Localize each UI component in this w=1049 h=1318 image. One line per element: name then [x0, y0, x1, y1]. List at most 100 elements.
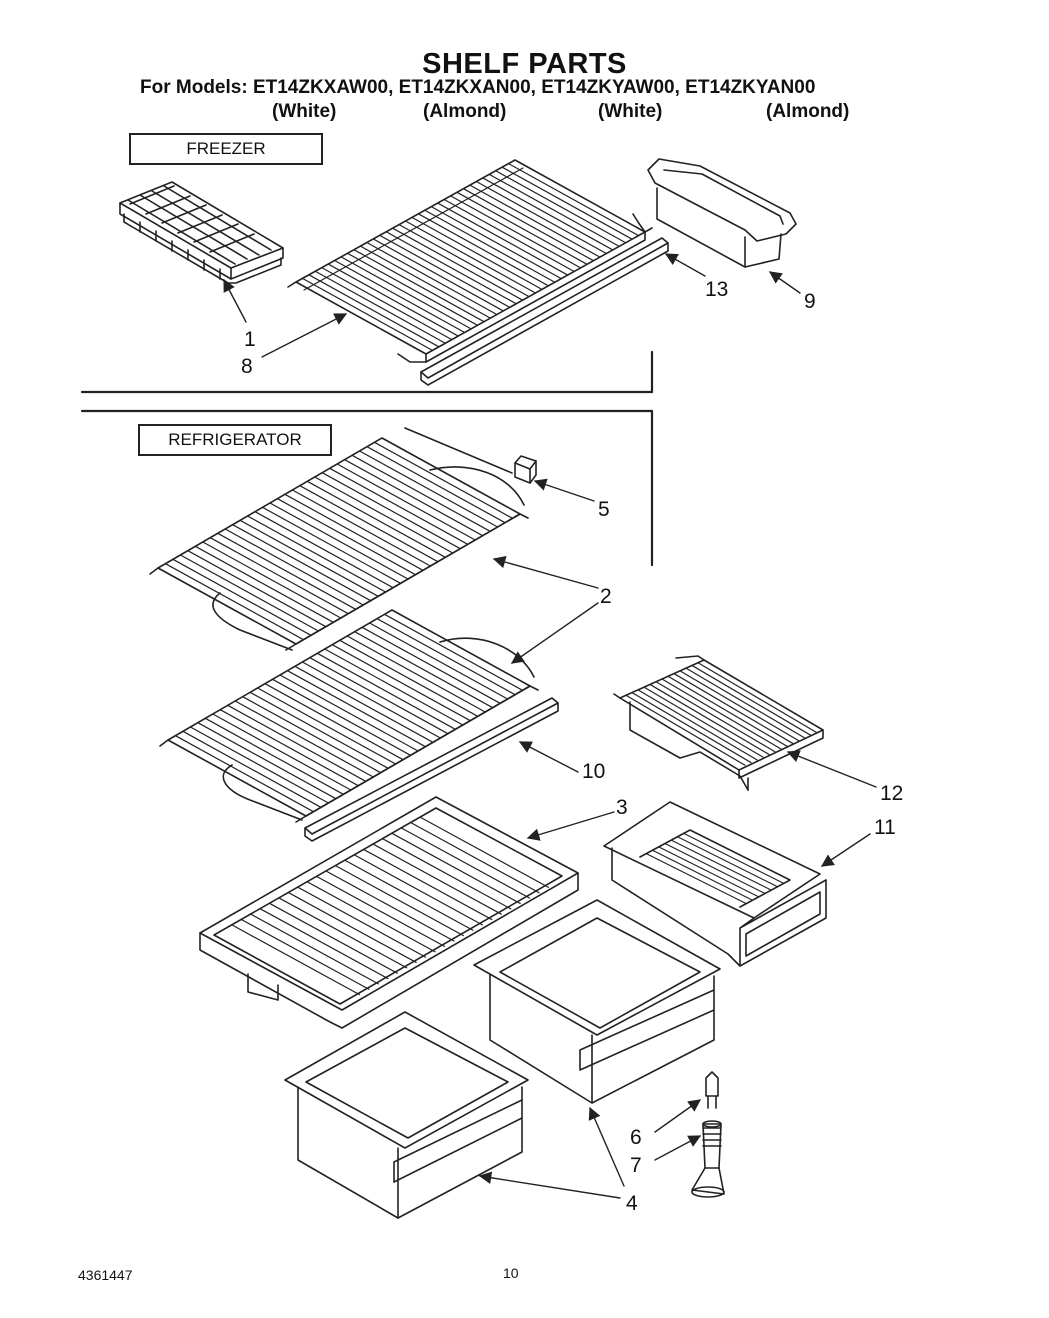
wire-line — [668, 676, 787, 746]
wire-line — [307, 481, 445, 557]
wire-line — [240, 520, 378, 596]
wire-line — [476, 182, 606, 254]
wire-line — [470, 185, 600, 257]
wire-line — [698, 663, 817, 733]
callout-11: 11 — [874, 816, 896, 839]
wire-line — [431, 207, 561, 279]
wire-line — [195, 546, 333, 622]
crisper-drawer-left-drawing — [285, 1012, 528, 1218]
wire-line — [203, 542, 341, 618]
wire-line — [444, 199, 574, 271]
finish-label-2: (Almond) — [423, 101, 507, 122]
wire-line — [332, 645, 470, 721]
wire-line — [352, 455, 490, 531]
document-number: 4361447 — [78, 1267, 133, 1283]
wire-line — [665, 844, 765, 894]
wire-line — [362, 627, 500, 703]
wire-line — [280, 675, 418, 751]
section-dividers — [82, 352, 652, 565]
callout-12: 12 — [880, 782, 904, 805]
wire-line — [659, 847, 759, 897]
callout-leaders — [224, 254, 876, 1198]
wire-line — [355, 632, 493, 708]
wire-line — [345, 460, 483, 536]
callout-13: 13 — [705, 278, 729, 301]
wire-line — [483, 178, 613, 250]
wire-line — [188, 551, 326, 627]
wire-line — [686, 668, 805, 738]
callout-4: 4 — [626, 1192, 638, 1215]
wire-line — [273, 679, 411, 755]
wire-line — [270, 503, 408, 579]
wire-line — [335, 260, 465, 332]
wire-line — [287, 671, 425, 747]
wire-line — [322, 268, 452, 340]
wire-line — [231, 925, 359, 995]
wire-line — [292, 490, 430, 566]
wire-line — [347, 636, 485, 712]
wire-line — [402, 828, 530, 898]
wire-line — [298, 887, 426, 957]
wire-line — [354, 855, 482, 925]
wire-line — [198, 723, 336, 799]
callout-2: 2 — [600, 585, 612, 608]
callout-7: 7 — [630, 1154, 642, 1177]
wire-line — [656, 682, 775, 752]
page-title: SHELF PARTS — [422, 48, 627, 80]
wire-line — [367, 243, 497, 315]
wire-line — [377, 619, 515, 695]
wire-line — [269, 903, 397, 973]
wire-line — [241, 919, 369, 989]
wire-line — [295, 666, 433, 742]
wire-line — [671, 840, 771, 890]
wire-line — [255, 512, 393, 588]
wire-line — [315, 271, 445, 343]
wire-line — [502, 167, 632, 239]
crisper-drawer-right-drawing — [474, 900, 720, 1103]
wire-line — [411, 823, 539, 893]
wire-line — [218, 533, 356, 609]
wire-line — [367, 447, 505, 523]
meat-keeper-pan-drawing — [604, 802, 826, 966]
wire-line — [220, 710, 358, 786]
meat-keeper-cover-drawing — [614, 656, 823, 790]
wire-line — [451, 196, 581, 268]
wire-line — [322, 473, 460, 549]
wire-line — [288, 892, 416, 962]
wire-line — [364, 850, 492, 920]
finish-label-4: (Almond) — [766, 101, 850, 122]
wire-line — [341, 257, 471, 329]
wire-line — [263, 507, 401, 583]
wire-line — [310, 658, 448, 734]
wire-line — [175, 736, 313, 812]
wire-line — [279, 898, 407, 968]
wire-line — [392, 833, 520, 903]
wire-line — [317, 876, 445, 946]
finish-label-1: (White) — [272, 101, 337, 122]
wire-line — [646, 854, 746, 904]
wire-line — [692, 665, 811, 735]
wire-line — [165, 564, 303, 640]
wire-line — [680, 671, 799, 741]
wire-line — [190, 727, 328, 803]
wire-line — [300, 486, 438, 562]
wire-line — [650, 684, 769, 754]
refrigerator-wire-shelf-upper-drawing — [150, 438, 528, 650]
wire-line — [626, 695, 745, 765]
wire-line — [421, 817, 549, 887]
wire-line — [644, 687, 763, 757]
callout-6: 6 — [630, 1126, 642, 1149]
wire-line — [258, 688, 396, 764]
wire-line — [243, 697, 381, 773]
wire-line — [309, 275, 439, 347]
callout-8: 8 — [241, 355, 253, 378]
callout-9: 9 — [804, 290, 816, 313]
wire-line — [225, 529, 363, 605]
wire-line — [307, 882, 435, 952]
wire-line — [496, 171, 626, 243]
callout-10: 10 — [582, 760, 606, 783]
wire-line — [360, 246, 490, 318]
freezer-wire-shelf-drawing — [288, 160, 652, 362]
wire-line — [260, 909, 388, 979]
